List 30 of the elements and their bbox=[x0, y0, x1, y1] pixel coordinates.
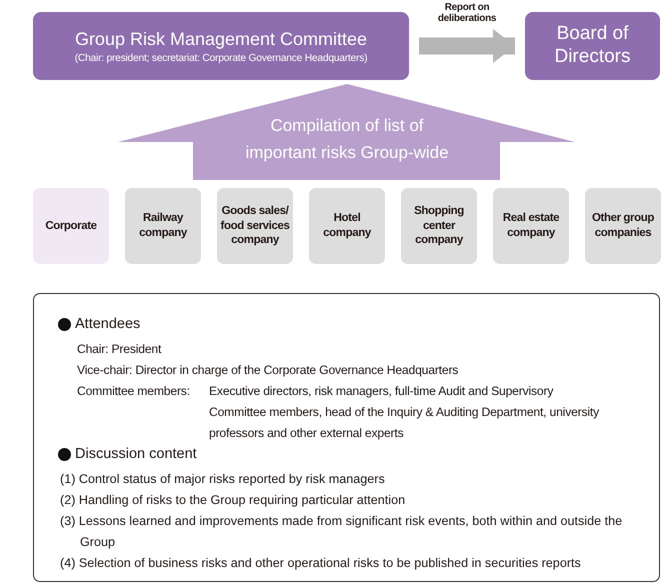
company-box bbox=[401, 188, 477, 264]
company-box bbox=[125, 188, 201, 264]
section-heading: Attendees bbox=[75, 315, 140, 334]
numbered-item: (4) Selection of business risks and other operational risks to be published in securities reports bbox=[60, 555, 582, 572]
company-box bbox=[309, 188, 385, 264]
company-box bbox=[493, 188, 569, 264]
upward-arrow-shape bbox=[118, 84, 575, 180]
company-label: Goods sales/ food services company bbox=[220, 204, 290, 248]
numbered-item: (2) Handling of risks to the Group requiring particular attention bbox=[60, 492, 406, 509]
numbered-item: (3) Lessons learned and improvements made from significant risk events, both within and outside the Group bbox=[60, 513, 624, 551]
company-box bbox=[217, 188, 293, 264]
company-label: Corporate bbox=[45, 218, 97, 234]
committee-title: Group Risk Management Committee bbox=[74, 28, 368, 50]
attendee-text: Executive directors, risk managers, full-time Audit and Supervisory Committee members, head of the Inquiry & Auditing Department, university professors and other external experts bbox=[209, 383, 600, 442]
company-label: Shopping center company bbox=[413, 204, 465, 248]
committee-box bbox=[33, 12, 409, 80]
board-label: Board of Directors bbox=[553, 23, 632, 69]
arrow-label: Compilation of list of important risks Group-wide bbox=[244, 115, 450, 164]
attendee-text: Vice-chair: Director in charge of the Corporate Governance Headquarters bbox=[77, 362, 460, 379]
company-label: Real estate company bbox=[502, 211, 560, 241]
company-label: Other group companies bbox=[591, 211, 655, 241]
board-box bbox=[525, 12, 660, 80]
attendee-text: Chair: President bbox=[77, 341, 162, 358]
section-heading: Discussion content bbox=[75, 445, 197, 464]
committee-subtitle: (Chair: president; secretariat: Corporate Governance Headquarters) bbox=[74, 52, 368, 64]
company-label: Hotel company bbox=[322, 211, 372, 241]
company-box bbox=[585, 188, 661, 264]
details-panel bbox=[33, 293, 660, 582]
numbered-item: (1) Control status of major risks reported by risk managers bbox=[60, 471, 386, 488]
company-label: Railway company bbox=[138, 211, 188, 241]
